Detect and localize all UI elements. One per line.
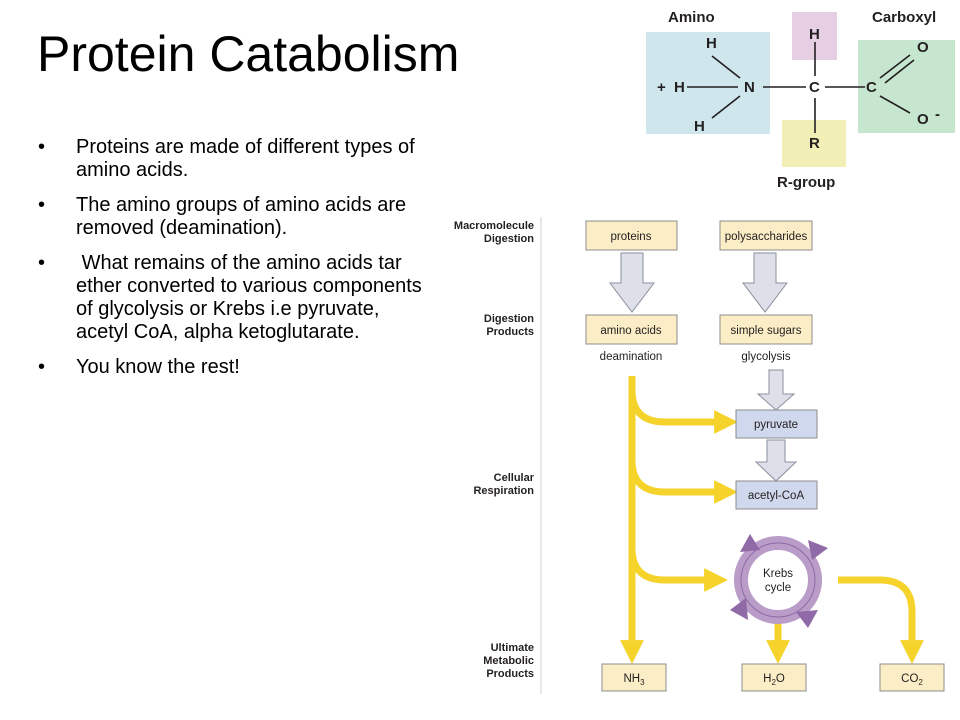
- co2-label: CO2: [901, 673, 923, 687]
- atom-h-top: H: [706, 35, 717, 52]
- glycolysis-label: glycolysis: [741, 351, 790, 363]
- bullet-text: Proteins are made of different types of …: [76, 136, 421, 181]
- proteins-label: proteins: [611, 231, 652, 243]
- carboxyl-label: Carboxyl: [872, 9, 936, 26]
- simple-sugars-label: simple sugars: [731, 325, 802, 337]
- bullet-item: • Proteins are made of different types of…: [38, 136, 423, 182]
- co2-box: [879, 663, 945, 692]
- h2o-label: H2O: [763, 673, 785, 687]
- bullet-text: What remains of the amino acids tar ethe…: [76, 252, 422, 343]
- proteins-box: [585, 220, 678, 251]
- atom-c-carboxyl: C: [866, 79, 877, 96]
- atom-n: N: [744, 79, 755, 96]
- atom-h-bottom: H: [694, 118, 705, 135]
- atom-plus: +: [657, 79, 666, 96]
- bullet-list: • Proteins are made of different types of…: [38, 136, 423, 391]
- flow-krebs-to-co2: [838, 576, 924, 664]
- bullet-item: • You know the rest!: [38, 356, 423, 379]
- pyruvate-box: [735, 409, 818, 439]
- bullet-marker: •: [38, 252, 46, 274]
- amino-label: Amino: [668, 9, 715, 26]
- amino-acid-structure: Amino Carboxyl R-group H + H H N C H R C…: [646, 9, 955, 191]
- slide-title: Protein Catabolism: [37, 26, 460, 82]
- bullet-text: You know the rest!: [76, 356, 240, 378]
- krebs-cycle: Krebs cycle: [730, 534, 828, 628]
- arrow-polysaccharides-down: [741, 252, 789, 313]
- atom-h-alpha: H: [809, 26, 820, 43]
- arrow-proteins-down: [608, 252, 656, 313]
- atom-h-left: H: [674, 79, 685, 96]
- acetyl-coa-label: acetyl-CoA: [748, 490, 805, 502]
- atom-o-minus: O: [917, 111, 929, 128]
- arrow-pyruvate-down: [754, 439, 798, 482]
- cycle-arrowhead: [796, 610, 818, 628]
- arrow-glycolysis-down: [756, 369, 796, 411]
- r-group-region: [782, 120, 846, 167]
- amino-acids-label: amino acids: [600, 325, 662, 337]
- carboxyl-group-region: [858, 40, 955, 133]
- bullet-marker: •: [38, 356, 46, 378]
- atom-r: R: [809, 135, 820, 152]
- cycle-arrowhead: [808, 540, 828, 560]
- flow-to-krebs: [628, 547, 728, 592]
- polysaccharides-box: [719, 220, 813, 251]
- atom-minus: -: [935, 106, 940, 123]
- nh3-label: NH3: [623, 673, 645, 687]
- nh3-box: [601, 663, 667, 692]
- atom-o-double: O: [917, 39, 929, 56]
- pyruvate-label: pyruvate: [754, 419, 798, 431]
- polysaccharides-label: polysaccharides: [725, 231, 808, 243]
- amino-acids-box: [585, 314, 678, 345]
- yellow-flow-arrows: [620, 376, 924, 664]
- cycle-arrowhead: [730, 598, 748, 620]
- bullet-marker: •: [38, 136, 46, 158]
- bullet-marker: •: [38, 194, 46, 216]
- amino-group-region: [646, 32, 770, 134]
- metabolism-diagram: Krebs cycle proteins polysaccharides ami…: [423, 207, 960, 698]
- simple-sugars-box: [719, 314, 813, 345]
- krebs-label: Krebs: [763, 568, 793, 580]
- deamination-label: deamination: [600, 351, 663, 363]
- diagram-background: [423, 207, 960, 698]
- cycle-arrowhead: [740, 534, 760, 552]
- rgroup-label: R-group: [777, 174, 835, 191]
- acetyl-coa-box: [735, 480, 818, 510]
- flow-to-acetyl: [628, 459, 738, 504]
- flow-to-pyruvate: [628, 389, 738, 434]
- bullet-item: • The amino groups of amino acids are rem…: [38, 194, 423, 240]
- cycle-label: cycle: [765, 582, 791, 594]
- h2o-box: [741, 663, 807, 692]
- bullet-item: • What remains of the amino acids tar et…: [38, 252, 423, 344]
- atom-c-alpha: C: [809, 79, 820, 96]
- bullet-text: The amino groups of amino acids are remo…: [76, 194, 412, 239]
- gray-block-arrows: [608, 252, 798, 482]
